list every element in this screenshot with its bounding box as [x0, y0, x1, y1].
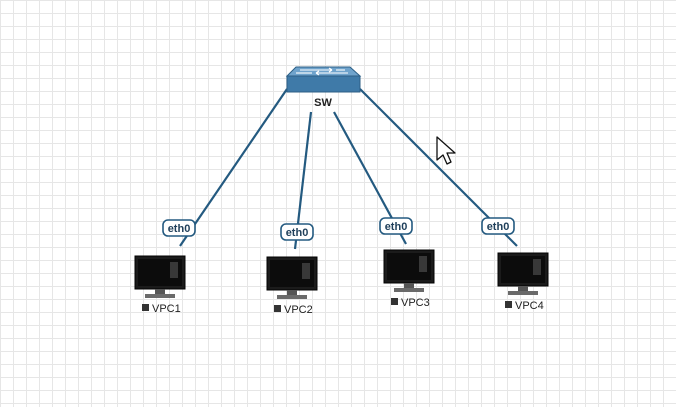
vpc1-node[interactable]: VPC1	[134, 255, 186, 315]
pc-monitor-icon	[134, 255, 186, 298]
network-switch-icon	[285, 66, 362, 93]
vpc-label: VPC4	[515, 300, 544, 312]
stopped-status-icon	[142, 304, 149, 311]
vpc-label: VPC3	[401, 297, 430, 309]
mouse-cursor-icon	[436, 136, 456, 165]
vpc-label: VPC2	[284, 304, 313, 316]
link-vpc1[interactable]	[179, 88, 288, 247]
interface-text: eth0	[286, 227, 309, 239]
vpc3-node[interactable]: VPC3	[383, 249, 435, 309]
pc-monitor-icon	[497, 252, 549, 295]
vpc-label: VPC1	[152, 303, 181, 315]
interface-label-vpc1[interactable]: eth0	[162, 219, 196, 237]
pc-monitor-icon	[383, 249, 435, 292]
pc-monitor-icon	[266, 256, 318, 299]
stopped-status-icon	[274, 305, 281, 312]
interface-label-vpc4[interactable]: eth0	[481, 217, 515, 235]
stopped-status-icon	[505, 301, 512, 308]
vpc2-node[interactable]: VPC2	[266, 256, 318, 316]
interface-text: eth0	[487, 221, 510, 233]
switch-label: SW	[314, 97, 332, 109]
links	[179, 88, 518, 250]
interface-text: eth0	[168, 223, 191, 235]
switch-node[interactable]: SW	[285, 66, 362, 109]
interface-text: eth0	[385, 221, 408, 233]
interface-label-vpc2[interactable]: eth0	[280, 223, 314, 241]
stopped-status-icon	[391, 298, 398, 305]
vpc4-node[interactable]: VPC4	[497, 252, 549, 312]
interface-label-vpc3[interactable]: eth0	[379, 217, 413, 235]
